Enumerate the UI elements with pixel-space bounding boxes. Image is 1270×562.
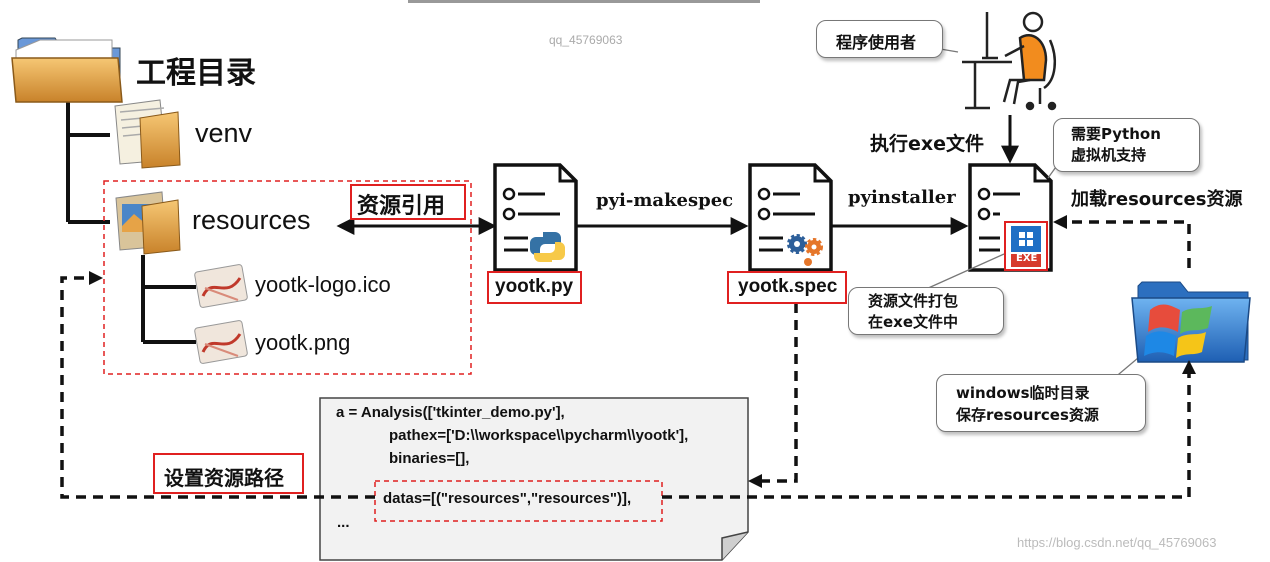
file-label-ico: yootk-logo.ico	[255, 272, 391, 297]
datas-highlight	[374, 480, 663, 522]
watermark-bottom: https://blog.csdn.net/qq_45769063	[1017, 535, 1217, 550]
resource-ref-label: 资源引用	[357, 194, 446, 219]
pack-text-2: 在exe文件中	[868, 313, 959, 331]
code-line-3: binaries=[],	[389, 450, 470, 467]
venv-label: venv	[195, 118, 253, 148]
code-sheet	[319, 397, 749, 561]
pyi-makespec-label: pyi-makespec	[596, 190, 734, 211]
python-vm-text-1: 需要Python	[1071, 125, 1161, 143]
run-exe-label: 执行exe文件	[870, 133, 985, 155]
file-label-png: yootk.png	[255, 330, 351, 355]
dashed-arrowhead	[89, 271, 103, 285]
set-path-box: 设置资源路径	[153, 453, 304, 494]
watermark-top: qq_45769063	[549, 33, 623, 47]
spec-file-icon	[748, 163, 833, 272]
set-path-label: 设置资源路径	[164, 466, 284, 490]
exe-badge: EXE	[1016, 253, 1038, 264]
image-file-icon	[194, 264, 248, 308]
pyinstaller-label: pyinstaller	[848, 187, 956, 208]
tempdir-text-1: windows临时目录	[956, 384, 1090, 402]
tempdir-callout: windows临时目录 保存resources资源	[936, 374, 1146, 432]
top-bar	[408, 0, 760, 3]
yootk-py-box: yootk.py	[487, 271, 582, 304]
dashed-flow	[60, 220, 1191, 499]
folder-icon	[11, 37, 123, 103]
project-dir-title: 工程目录	[136, 56, 256, 91]
pack-callout: 资源文件打包 在exe文件中	[848, 287, 1004, 335]
person-at-desk-icon	[962, 11, 1057, 111]
document-icon	[114, 99, 181, 169]
resources-label: resources	[192, 205, 311, 235]
tree-lines	[66, 102, 196, 344]
code-line-4: datas=[("resources","resources")],	[383, 490, 632, 507]
yootk-py-label: yootk.py	[495, 276, 574, 297]
image-file-icon	[194, 320, 248, 364]
dashed-arrowhead	[1053, 215, 1067, 229]
load-resources-label: 加载resources资源	[1071, 189, 1243, 210]
yootk-spec-label: yootk.spec	[738, 276, 838, 297]
code-line-2: pathex=['D:\\workspace\\pycharm\\yootk']…	[389, 427, 689, 444]
code-line-1: a = Analysis(['tkinter_demo.py'],	[336, 404, 565, 421]
resources-group-outline	[103, 180, 472, 375]
python-vm-text-2: 虚拟机支持	[1071, 146, 1147, 164]
user-callout-text: 程序使用者	[836, 33, 917, 52]
image-folder-icon	[115, 191, 181, 255]
pack-text-1: 资源文件打包	[868, 292, 959, 310]
exe-file-icon	[968, 163, 1053, 272]
python-file-icon	[493, 163, 578, 272]
resource-ref-box: 资源引用	[350, 184, 466, 220]
yootk-spec-box: yootk.spec	[727, 271, 847, 304]
dashed-arrowhead	[1182, 360, 1196, 374]
code-line-5: ...	[337, 514, 350, 531]
user-callout: 程序使用者	[816, 20, 943, 58]
windows-folder-icon	[1131, 281, 1251, 363]
python-vm-callout: 需要Python 虚拟机支持	[1053, 118, 1200, 172]
tempdir-text-2: 保存resources资源	[956, 406, 1099, 424]
dashed-arrowhead	[748, 474, 762, 488]
